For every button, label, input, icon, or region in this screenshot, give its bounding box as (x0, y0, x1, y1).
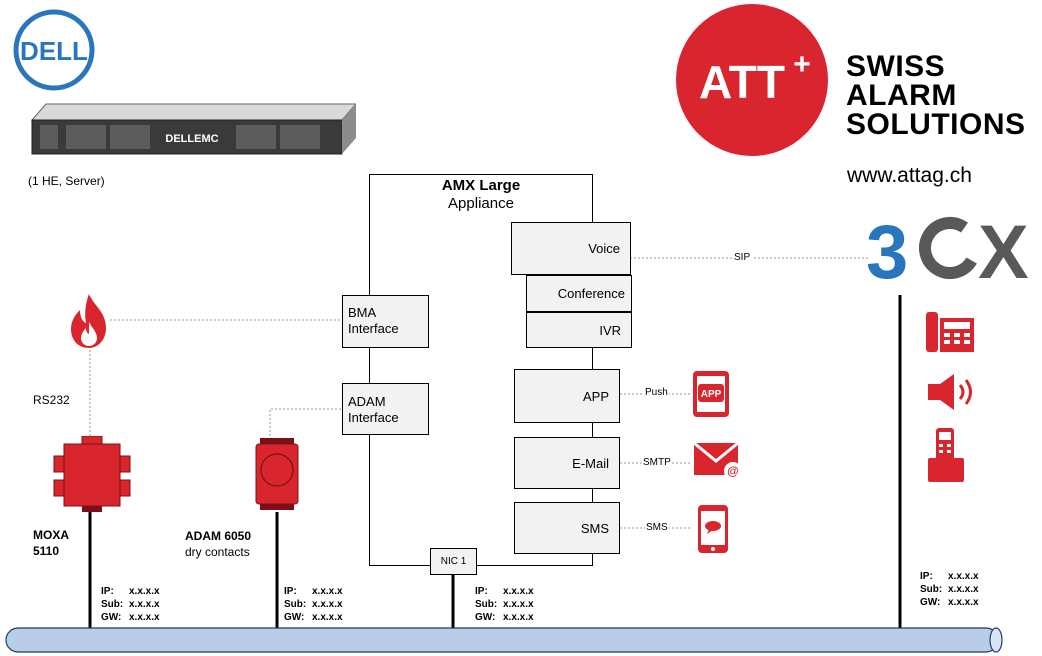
sub-label: Sub: (475, 599, 498, 610)
att-logo: ATT + (676, 4, 828, 156)
ivr-label: IVR (599, 323, 621, 338)
moxa-label: MOXA 5110 (33, 527, 69, 559)
sub-value: x.x.x.x (129, 599, 160, 610)
ip-label: IP: (920, 571, 933, 582)
threecx-3: 3 (866, 212, 908, 284)
gw-label: GW: (475, 612, 496, 623)
appliance-title: AMX Large (441, 177, 521, 194)
company-line-2: ALARM (846, 79, 957, 112)
sip-label: SIP (732, 252, 753, 263)
adam-device-label-2: dry contacts (185, 545, 250, 559)
email-module: E-Mail (514, 437, 620, 489)
fire-alarm-icon (71, 294, 106, 348)
app-label: APP (582, 389, 609, 404)
rs232-label: RS232 (33, 393, 70, 407)
ivr-module: IVR (526, 312, 632, 348)
conference-label: Conference (557, 286, 625, 301)
moxa-label-2: 5110 (33, 544, 60, 558)
email-label: E-Mail (572, 456, 609, 471)
ip-label: IP: (475, 586, 488, 597)
att-logo-plus: + (793, 48, 811, 81)
gw-label: GW: (920, 597, 941, 608)
ip-block-moxa: IP: x.x.x.x Sub: x.x.x.x GW: x.x.x.x (101, 585, 160, 624)
adam-device-label: ADAM 6050 dry contacts (185, 528, 251, 560)
speaker-icon (928, 374, 972, 410)
sub-label: Sub: (920, 584, 943, 595)
sub-value: x.x.x.x (312, 599, 343, 610)
adam-interface-label-1: ADAM (348, 394, 386, 409)
ip-block-3cx: IP: x.x.x.x Sub: x.x.x.x GW: x.x.x.x (920, 570, 979, 609)
company-website: www.attag.ch (847, 164, 972, 187)
gw-value: x.x.x.x (312, 612, 343, 623)
gw-label: GW: (101, 612, 122, 623)
desk-phone-icon (926, 312, 974, 352)
appliance-subtitle: Appliance (448, 195, 514, 212)
ip-label: IP: (101, 586, 114, 597)
ip-value: x.x.x.x (948, 571, 979, 582)
bma-interface: BMA Interface (342, 295, 429, 348)
nic-box: NIC 1 (430, 548, 477, 575)
threecx-x: X (978, 212, 1029, 284)
sub-label: Sub: (101, 599, 124, 610)
ip-value: x.x.x.x (312, 586, 343, 597)
network-bus (5, 627, 1003, 653)
smtp-label: SMTP (642, 457, 672, 468)
sms-label: SMS (580, 521, 609, 536)
adam-device-icon (255, 438, 299, 510)
bma-label-1: BMA (348, 305, 377, 320)
sub-label: Sub: (284, 599, 307, 610)
ip-block-adam: IP: x.x.x.x Sub: x.x.x.x GW: x.x.x.x (284, 585, 343, 624)
sms-module: SMS (514, 502, 620, 554)
tablet-app-icon: APP (693, 371, 729, 417)
at-sign-icon: @ (727, 464, 739, 478)
gw-value: x.x.x.x (129, 612, 160, 623)
adam-interface: ADAM Interface (342, 383, 429, 435)
gw-value: x.x.x.x (503, 612, 534, 623)
gw-label: GW: (284, 612, 305, 623)
moxa-label-1: MOXA (33, 528, 69, 542)
dell-logo-text: DELL (20, 36, 88, 66)
adam-interface-label-2: Interface (348, 410, 399, 425)
cordless-phone-icon (928, 428, 964, 482)
company-line-3: SOLUTIONS (846, 108, 1026, 141)
ip-label: IP: (284, 586, 297, 597)
voice-label: Voice (588, 241, 620, 256)
moxa-device-icon (53, 436, 131, 512)
server-image: DELLEMC (30, 103, 356, 155)
voice-module: Voice (511, 222, 631, 275)
dell-logo: DELL (13, 9, 95, 91)
threecx-logo: 3 X (866, 212, 1029, 284)
sms-link-label: SMS (645, 522, 669, 533)
ip-block-appliance: IP: x.x.x.x Sub: x.x.x.x GW: x.x.x.x (475, 585, 534, 624)
smartphone-sms-icon (698, 505, 728, 553)
sub-value: x.x.x.x (503, 599, 534, 610)
server-front-label: DELLEMC (165, 133, 218, 145)
adam-device-label-1: ADAM 6050 (185, 529, 252, 543)
email-icon: @ (693, 441, 742, 480)
push-label: Push (644, 387, 669, 398)
ip-value: x.x.x.x (129, 586, 160, 597)
ip-value: x.x.x.x (503, 586, 534, 597)
company-line-1: SWISS (846, 50, 946, 83)
gw-value: x.x.x.x (948, 597, 979, 608)
conference-module: Conference (526, 275, 632, 312)
company-name: SWISS ALARM SOLUTIONS (846, 50, 1026, 141)
app-module: APP (514, 369, 620, 423)
bma-label-2: Interface (348, 321, 399, 336)
att-logo-text: ATT (699, 56, 785, 108)
app-icon-text: APP (701, 389, 722, 400)
server-caption: (1 HE, Server) (28, 174, 105, 188)
sub-value: x.x.x.x (948, 584, 979, 595)
